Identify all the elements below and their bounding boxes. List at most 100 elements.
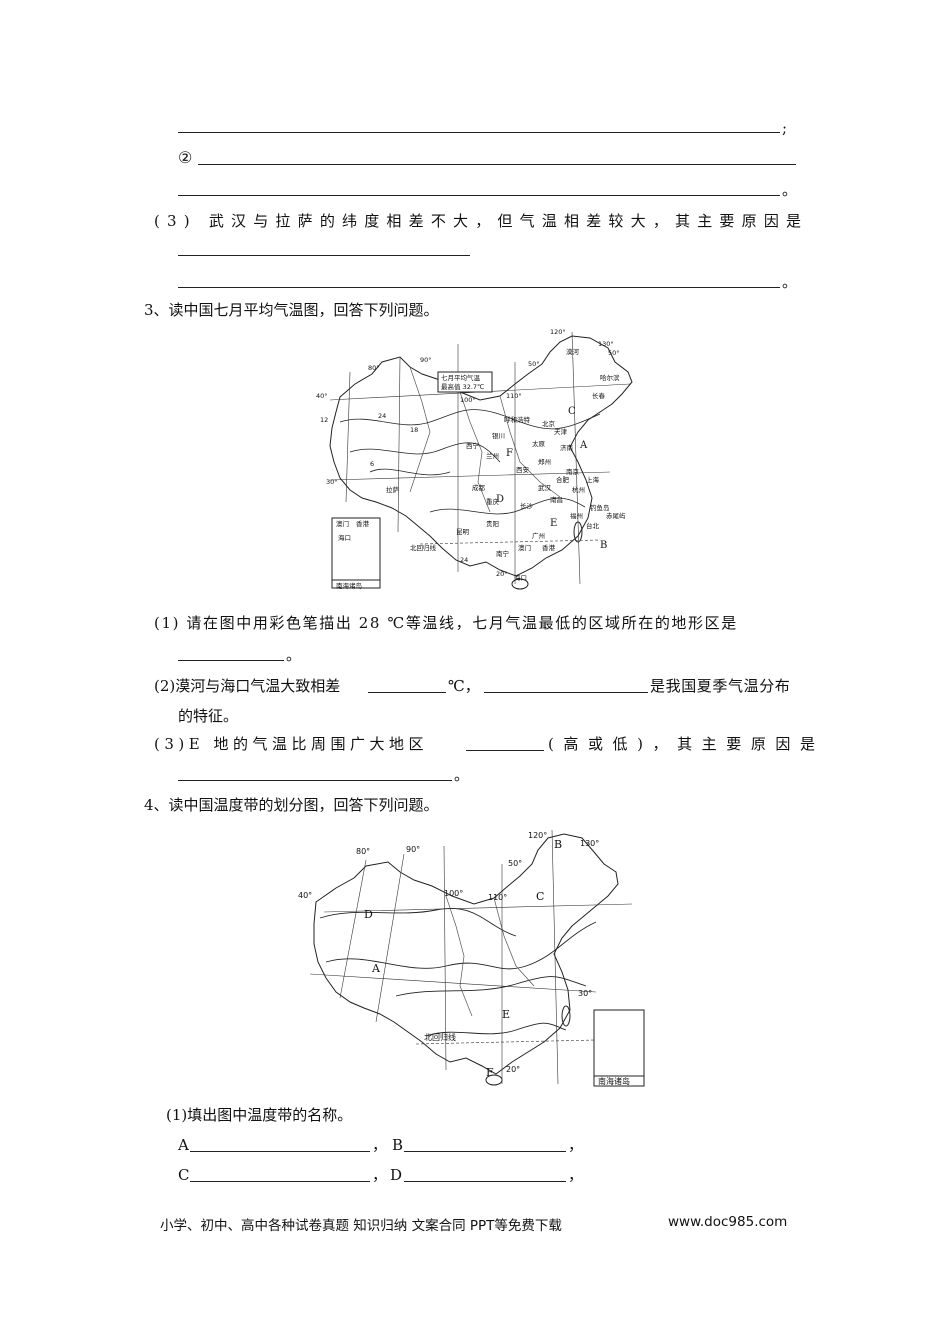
inset-hongkong: 香港 [356,519,370,528]
answer-line-q3-1 [178,660,284,661]
q4-lon-120: 120° [528,831,547,840]
footer-text: 小学、初中、高中各种试卷真题 知识归纳 文案合同 PPT等免费下载 [160,1218,562,1234]
q4-lon-100: 100° [444,889,463,898]
q4-lon-90: 90° [406,845,420,854]
q3-sub3-end: 。 [454,766,470,784]
city-harbin: 哈尔滨 [600,373,620,382]
lon-label-90: 90° [420,356,432,364]
zone-letter-a: A [371,962,381,975]
answer-line-q4-c [190,1181,370,1182]
city-jinan: 济南 [560,443,574,452]
city-beijing: 北京 [542,419,556,428]
lat-label-50-right: 50° [608,349,620,357]
q4-label-c: C [178,1166,190,1184]
city-taibei: 台北 [586,521,600,530]
isotherm-label-6: 6 [370,460,374,468]
q4-lon-130: 130° [580,839,599,848]
city-macau: 澳门 [518,543,531,552]
q4-sub1: (1)填出图中温度带的名称。 [166,1106,353,1124]
q4-lat-20: 20° [506,1065,520,1074]
answer-line-q2-3 [178,195,780,196]
china-temperature-zones-map: 120° 130° 50° 80° 90° 40° 100° 110° 30° … [298,829,645,1087]
q2-sub3-text: (3) 武汉与拉萨的纬度相差不大，但气温相差较大，其主要原因是 [154,212,809,230]
zone-letter-e: E [502,1008,510,1021]
south-sea-inset-q4 [593,1009,645,1087]
lat-label-30: 30° [326,478,338,486]
q3-sub1-text: (1) 请在图中用彩色笔描出 28 ℃等温线，七月气温最低的区域所在的地形区是 [154,614,738,632]
city-hefei: 合肥 [556,475,570,484]
q4-lat-40: 40° [298,891,312,900]
q4-comma-1: ， [372,1136,388,1154]
zone-boundary-2 [325,921,597,970]
city-taiyuan: 太原 [532,439,546,448]
q4-label-a: A [178,1136,189,1154]
q4-lat-50: 50° [508,859,522,868]
city-xining: 西宁 [466,441,480,450]
city-nanjing: 南京 [566,467,580,476]
south-sea-inset [331,517,381,589]
zone-letter-d: D [364,908,373,921]
lon-label-130: 130° [598,340,614,348]
map-letter-e: E [550,518,557,529]
q3-sub2-b: ℃， [448,677,480,695]
isotherm-label-24b: 24 [460,556,468,564]
isotherm-18 [349,442,501,463]
lon-label-80: 80° [368,364,380,372]
city-haikou: 海口 [514,573,527,582]
q4-comma-4: ， [568,1166,584,1184]
city-hohhot: 呼和浩特 [504,415,531,424]
city-xian: 西安 [516,465,530,474]
q4-label-b: B [392,1136,404,1154]
city-hangzhou: 杭州 [572,485,585,494]
city-changchun: 长春 [592,391,606,400]
answer-line-q4-b [404,1151,566,1152]
q4-lon-80: 80° [356,847,370,856]
q4-title: 4、读中国温度带的划分图，回答下列问题。 [144,796,439,814]
legend-title: 七月平均气温 [441,373,481,382]
q2-period-1: 。 [782,181,798,199]
answer-line-q3-5 [178,780,452,781]
q4-south-sea-label: 南海诸岛 [598,1076,630,1086]
answer-line-q4-a [190,1151,370,1152]
island-chiwei: 赤尾屿 [606,511,626,520]
zone-boundary-3 [395,976,587,997]
answer-line-q3-4 [466,750,544,751]
city-nanning: 南宁 [496,549,510,558]
map-letter-f: F [506,448,513,459]
taiwan-island-q4 [561,1005,571,1027]
city-lanzhou: 兰州 [486,451,499,460]
lat-label-40: 40° [316,392,328,400]
lon-label-100: 100° [460,396,476,404]
isotherm-24-north [339,409,601,430]
q3-sub2-a: (2)漠河与海口气温大致相差 [154,677,341,695]
tropic-label: 北回归线 [410,543,437,552]
city-yinchuan: 银川 [492,431,505,440]
city-tianjin: 天津 [554,428,568,436]
q3-sub2-d: 的特征。 [178,707,239,725]
q3-title: 3、读中国七月平均气温图，回答下列问题。 [144,301,439,319]
city-changsha: 长沙 [520,501,534,510]
city-kunming: 昆明 [456,528,470,536]
city-guiyang: 贵阳 [486,519,499,528]
isotherm-24-south [429,497,586,515]
map-letter-b: B [600,540,607,551]
q2-semicolon: ; [782,119,788,137]
city-chongqing: 重庆 [486,497,500,506]
lat-label-20: 20° [496,570,508,578]
hainan-island [511,578,529,590]
answer-line-q4-d [404,1181,566,1182]
city-mohe: 漠河 [566,347,580,356]
q2-period-2: 。 [782,273,798,291]
zone-letter-b: B [554,838,562,851]
legend-box [437,371,493,393]
inset-haikou: 海口 [338,533,351,542]
lon-label-120: 120° [550,328,566,336]
answer-line-q2-5 [178,287,780,288]
inset-south-sea-label: 南海诸岛 [336,581,362,590]
footer-url[interactable]: www.doc985.com [668,1214,788,1230]
lat-label-50: 50° [528,360,540,368]
answer-line-q3-3 [484,692,648,693]
legend-max: 最高值 32.7℃ [441,382,484,391]
map-letter-d: D [496,494,504,505]
q4-tropic-label: 北回归线 [424,1032,456,1042]
